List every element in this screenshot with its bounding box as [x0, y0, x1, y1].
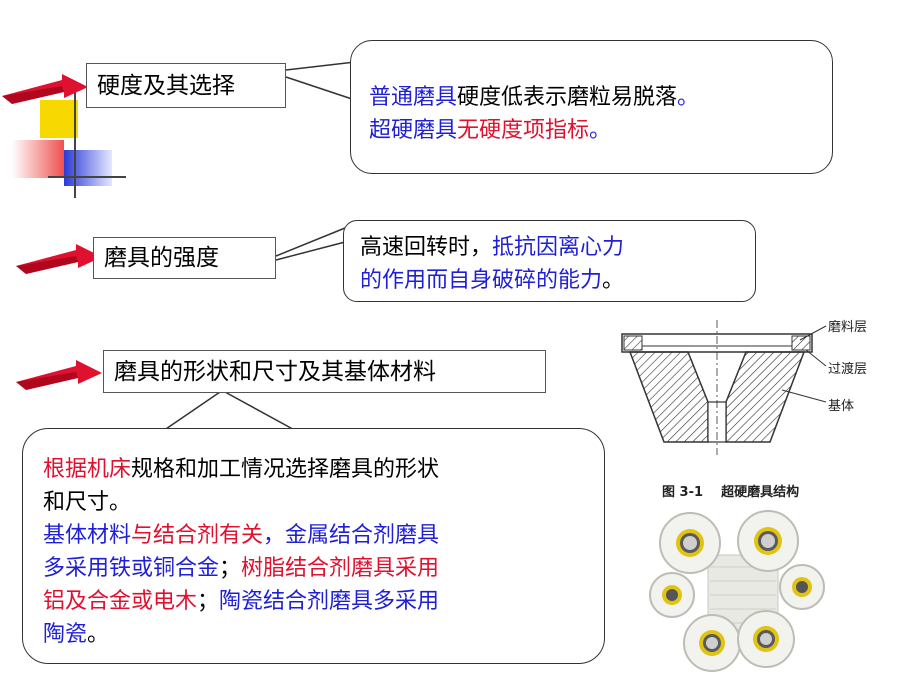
text-segment: 陶瓷结合剂磨具多采用 — [219, 589, 440, 614]
callout-line: 陶瓷。 — [43, 618, 604, 651]
text-segment: 陶瓷 — [43, 622, 88, 647]
callout-strength: 高速回转时，抵抗因离心力 的作用而自身破碎的能力。 — [343, 220, 756, 302]
text-segment: 和尺寸。 — [43, 490, 132, 515]
callout-line: 铝及合金或电木；陶瓷结合剂磨具多采用 — [43, 585, 604, 618]
callout-line: 高速回转时，抵抗因离心力 — [360, 231, 755, 264]
text-segment: 。 — [87, 622, 110, 647]
wheel-left — [649, 572, 695, 618]
arrow-bullet-icon — [16, 360, 102, 390]
deco-horizontal-line — [48, 176, 126, 178]
section-title-hardness: 硬度及其选择 — [86, 63, 286, 108]
wheel-bottom-left — [683, 614, 741, 672]
text-segment: 规格和加工情况选择磨具的形状 — [131, 457, 440, 482]
text-segment: 多采用铁或铜合金 — [43, 556, 220, 581]
callout-line: 根据机床规格和加工情况选择磨具的形状 — [43, 453, 604, 486]
deco-yellow-square — [40, 100, 78, 138]
figure-label-abrasive: 磨料层 — [828, 320, 868, 335]
text-segment: 。 — [602, 268, 625, 293]
text-segment: ； — [219, 556, 242, 581]
text-segment: 硬度低表示磨粒易脱落 — [457, 85, 678, 110]
callout-line: 基体材料与结合剂有关，金属结合剂磨具 — [43, 519, 604, 552]
text-segment: 超硬磨具 — [369, 118, 458, 143]
grinding-wheel-diagram — [621, 320, 827, 455]
wheel-top-right — [737, 510, 799, 572]
text-segment: 高速回转时， — [360, 235, 493, 260]
text-segment: ； — [197, 589, 220, 614]
callout-line: 多采用铁或铜合金；树脂结合剂磨具采用 — [43, 552, 604, 585]
callout-line: 超硬磨具无硬度项指标。 — [369, 114, 832, 147]
deco-vertical-line — [74, 85, 76, 198]
text-segment: 普通磨具 — [369, 85, 458, 110]
wheel-right — [779, 564, 825, 610]
wheel-bottom-right — [737, 610, 795, 668]
deco-squares — [0, 0, 130, 200]
grinding-wheels-photo — [648, 505, 828, 675]
text-segment: 铝及合金或电木 — [43, 589, 198, 614]
section-title-shape-size: 磨具的形状和尺寸及其基体材料 — [103, 350, 546, 393]
callout-shape-size: 根据机床规格和加工情况选择磨具的形状 和尺寸。 基体材料与结合剂有关，金属结合剂… — [22, 428, 605, 664]
text-segment: 。 — [677, 85, 700, 110]
wheel-top-left — [659, 512, 721, 574]
text-segment: 的作用而自身破碎的能力 — [360, 268, 603, 293]
arrow-bullet-icon — [16, 244, 102, 274]
callout-hardness: 普通磨具硬度低表示磨粒易脱落。 超硬磨具无硬度项指标。 — [350, 40, 833, 174]
text-segment: 树脂结合剂磨具采用 — [241, 556, 440, 581]
text-segment: 基体材料 — [43, 523, 132, 548]
text-segment: 根据机床 — [43, 457, 132, 482]
callout-line: 的作用而自身破碎的能力。 — [360, 264, 755, 297]
text-segment: 与结合剂有关 — [131, 523, 264, 548]
figure-label-body: 基体 — [828, 399, 855, 414]
arrow-bullet-icon — [2, 74, 88, 104]
figure-label-transition: 过渡层 — [828, 362, 868, 377]
text-segment: ，金属结合剂磨具 — [263, 523, 440, 548]
figure-caption: 图 3-1 超硬磨具结构 — [662, 485, 800, 500]
section-title-strength: 磨具的强度 — [93, 237, 276, 279]
callout-line: 和尺寸。 — [43, 486, 604, 519]
callout-line: 普通磨具硬度低表示磨粒易脱落。 — [369, 81, 832, 114]
deco-blue-square — [64, 150, 112, 186]
text-segment: 无硬度项指标 — [457, 118, 590, 143]
text-segment: 。 — [589, 118, 612, 143]
text-segment: 抵抗因离心力 — [492, 235, 625, 260]
deco-red-square — [12, 140, 64, 178]
